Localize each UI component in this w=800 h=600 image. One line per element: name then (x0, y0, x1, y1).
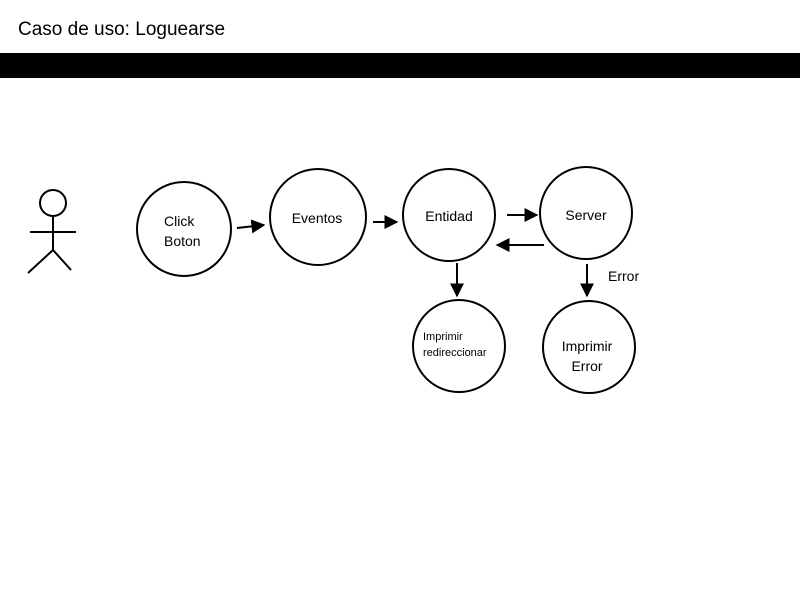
node-click-boton-circle (136, 181, 232, 277)
node-entidad-label: Entidad (425, 208, 472, 224)
arrow-click-to-eventos (236, 219, 266, 234)
node-imprimir-error-circle (542, 300, 636, 394)
node-imprimir-error-label-line-2: Error (571, 358, 602, 374)
node-imprimir-redireccionar-label-line-2: redireccionar (423, 347, 487, 359)
page-title: Caso de uso: Loguearse (18, 18, 225, 42)
node-eventos-circle (269, 168, 367, 266)
node-eventos-label: Eventos (292, 210, 343, 226)
node-eventos: Eventos (269, 168, 367, 266)
edge-label-error: Error (608, 268, 639, 284)
node-server-label: Server (565, 207, 607, 223)
node-imprimir-redireccionar: Imprimir redireccionar (412, 299, 506, 393)
node-click-boton-label-line-2: Boton (164, 233, 201, 249)
node-entidad-circle (402, 168, 496, 262)
node-server: Server (539, 166, 633, 260)
title-bar (0, 53, 800, 78)
node-click-boton: Click Boton (136, 181, 232, 277)
node-imprimir-error: Imprimir Error (542, 300, 636, 394)
page-title-name: Loguearse (135, 19, 226, 40)
node-server-circle (539, 166, 633, 260)
node-imprimir-redireccionar-label-line-1: Imprimir (423, 331, 463, 343)
node-imprimir-redireccionar-circle (412, 299, 506, 393)
node-imprimir-error-label-line-1: Imprimir (562, 338, 613, 354)
stick-figure-actor-icon (27, 189, 76, 274)
node-entidad: Entidad (402, 168, 496, 262)
node-click-boton-label-line-1: Click (164, 213, 195, 229)
page-title-prefix: Caso de uso: (18, 19, 130, 40)
